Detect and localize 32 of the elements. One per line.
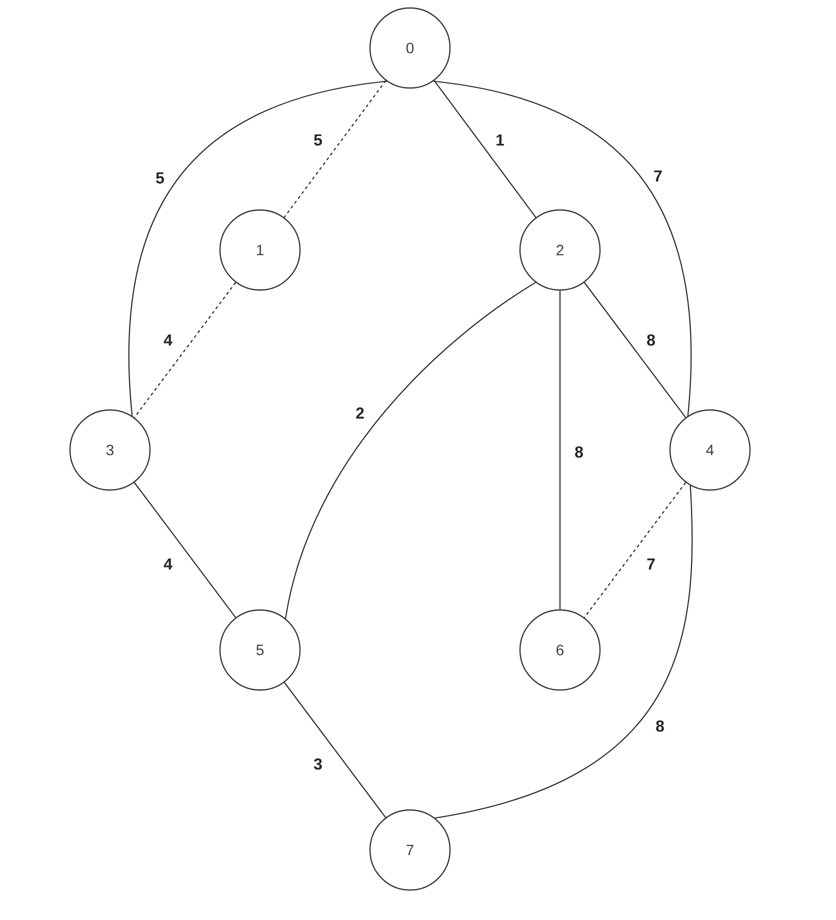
edge-label: 7 — [645, 557, 657, 571]
edge-line — [284, 80, 386, 218]
edge-line — [134, 282, 236, 418]
graph-node: 6 — [519, 609, 601, 691]
graph-node: 4 — [669, 409, 751, 491]
graph-node: 1 — [219, 209, 301, 291]
edge-label: 2 — [354, 406, 366, 420]
edge-label: 1 — [494, 133, 506, 147]
edge-label: 7 — [652, 169, 664, 183]
edge-line — [134, 482, 236, 618]
edge-line — [433, 80, 692, 416]
graph-node: 0 — [369, 7, 451, 89]
edge-label: 4 — [162, 333, 174, 347]
edge-line — [584, 282, 686, 418]
edge-label: 8 — [573, 444, 585, 460]
edge-label: 8 — [654, 718, 666, 734]
edge-label: 8 — [645, 332, 657, 348]
graph-node: 2 — [519, 209, 601, 291]
edge-line — [584, 482, 686, 618]
edge-label: 5 — [312, 132, 324, 148]
edge-line — [284, 682, 386, 818]
edge-line — [285, 282, 536, 619]
edge-line — [559, 290, 561, 610]
graph-node: 7 — [369, 809, 451, 891]
edge-label: 4 — [162, 557, 174, 571]
graph-node: 5 — [219, 609, 301, 691]
edge-label: 5 — [154, 170, 166, 186]
graph-node: 3 — [69, 409, 151, 491]
edge-line — [434, 80, 536, 218]
edge-line — [128, 80, 387, 416]
edge-label: 3 — [312, 756, 324, 772]
edge-line — [434, 486, 693, 819]
